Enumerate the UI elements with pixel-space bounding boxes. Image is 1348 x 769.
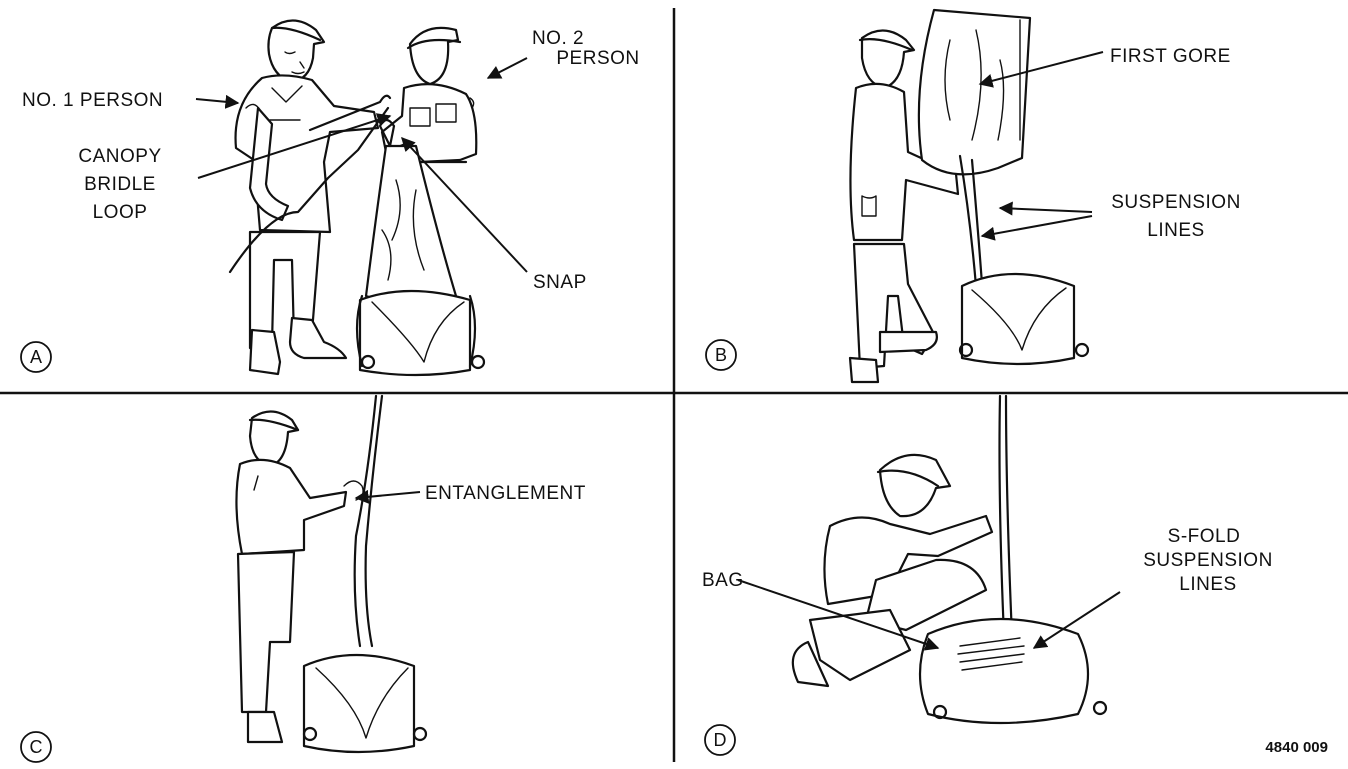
label-no1-person: NO. 1 PERSON <box>22 90 163 111</box>
figure-number: 4840 009 <box>1265 739 1328 756</box>
panel-b-letter-badge: B <box>706 340 736 370</box>
label-sfold-line1: S-FOLD <box>1168 526 1241 547</box>
no2-person-figure <box>382 28 476 162</box>
label-sfold-line3: LINES <box>1179 574 1236 595</box>
label-canopy-line1: CANOPY <box>78 146 161 167</box>
label-canopy-line3: LOOP <box>93 202 148 223</box>
panel-b-letter: B <box>715 345 727 365</box>
panel-c: ENTANGLEMENT C <box>21 396 586 762</box>
panel-dividers <box>0 8 1348 762</box>
panel-c-lines-and-bag <box>304 396 426 752</box>
panel-d-letter: D <box>714 730 727 750</box>
label-suspension-b-line1: SUSPENSION <box>1111 192 1241 213</box>
label-canopy-line2: BRIDLE <box>84 174 156 195</box>
panel-a-leaders <box>196 58 527 272</box>
panel-b: FIRST GORE SUSPENSION LINES B <box>706 10 1241 382</box>
label-first-gore: FIRST GORE <box>1110 46 1231 67</box>
panel-c-letter-badge: C <box>21 732 51 762</box>
label-suspension-b-line2: LINES <box>1147 220 1204 241</box>
label-snap: SNAP <box>533 272 587 293</box>
panel-a-letter-badge: A <box>21 342 51 372</box>
panel-c-letter: C <box>30 737 43 757</box>
label-no2-line1: NO. 2 <box>532 28 584 49</box>
panel-d-letter-badge: D <box>705 725 735 755</box>
panel-d: BAG S-FOLD SUSPENSION LINES D <box>702 396 1273 755</box>
label-entanglement: ENTANGLEMENT <box>425 483 586 504</box>
panel-a: NO. 1 PERSON NO. 2 PERSON CANOPY BRIDLE … <box>21 20 640 375</box>
label-bag: BAG <box>702 570 744 591</box>
label-sfold-line2: SUSPENSION <box>1143 550 1273 571</box>
label-no2-line2: PERSON <box>556 48 639 69</box>
panel-a-letter: A <box>30 347 42 367</box>
panel-c-leaders <box>356 492 420 498</box>
